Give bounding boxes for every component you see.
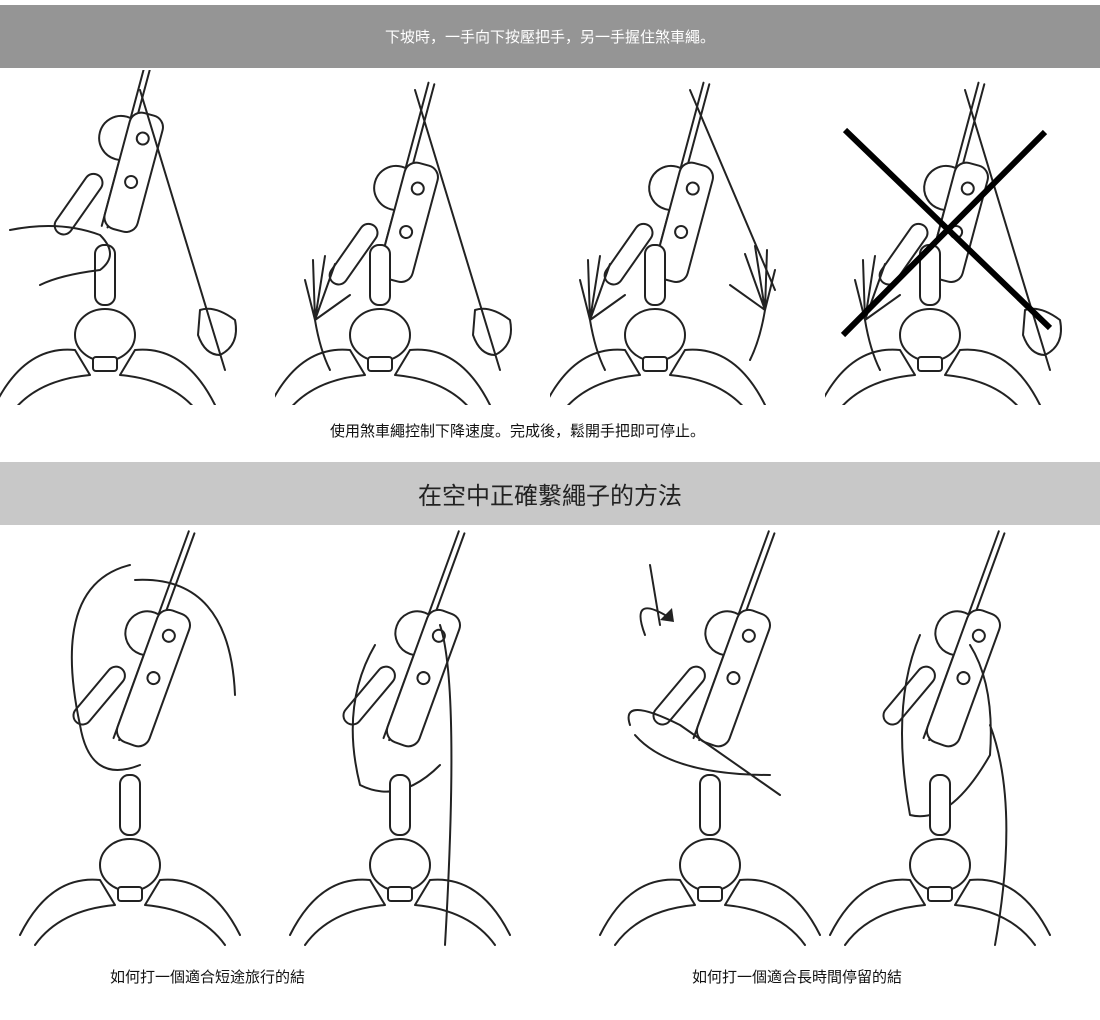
- carabiner: [369, 244, 391, 306]
- arrow-icon: [660, 608, 674, 622]
- harness: [829, 774, 1051, 946]
- descent-illustration-4: [819, 70, 1100, 416]
- long-knot-caption: 如何打一個適合長時間停留的結: [692, 968, 903, 986]
- incorrect-cross-mark: [840, 127, 1053, 338]
- harness-ring: [74, 308, 136, 362]
- knot-illustration-4: [820, 525, 1090, 955]
- descender-device: [603, 81, 714, 286]
- descent-illustration-1: [0, 31, 275, 416]
- carabiner: [644, 244, 666, 306]
- harness: [544, 244, 766, 416]
- knot-illustration-2: [280, 525, 550, 955]
- carabiner: [389, 774, 411, 836]
- harness: [19, 774, 241, 946]
- instruction-banner: 下坡時，一手向下按壓把手，另一手握住煞車繩。: [0, 5, 1100, 68]
- descent-illustration-2: [269, 70, 550, 416]
- harness-ring: [899, 308, 961, 362]
- section-title: 在空中正確繫繩子的方法: [418, 482, 682, 510]
- handle: [328, 222, 379, 286]
- handle: [882, 665, 936, 726]
- harness-ring: [624, 308, 686, 362]
- rope-loop: [627, 564, 781, 796]
- descent-caption: 使用煞車繩控制下降速度。完成後，鬆開手把即可停止。: [330, 422, 706, 440]
- brake-rope: [414, 89, 501, 371]
- harness: [0, 244, 216, 416]
- descender-device: [328, 81, 439, 286]
- rope-loop: [70, 564, 236, 771]
- carabiner: [699, 774, 721, 836]
- hand: [9, 225, 111, 286]
- handle: [878, 222, 929, 286]
- handle: [652, 665, 706, 726]
- handle: [342, 665, 396, 726]
- hand: [1022, 307, 1062, 356]
- hand: [729, 245, 776, 361]
- handle: [72, 665, 126, 726]
- handle: [603, 222, 654, 286]
- harness: [269, 244, 491, 416]
- brake-rope: [689, 89, 776, 291]
- knot-illustration-1: [10, 525, 280, 955]
- carabiner: [94, 244, 116, 306]
- harness-ring: [679, 838, 741, 892]
- harness-ring: [349, 308, 411, 362]
- brake-rope: [139, 89, 226, 371]
- carabiner: [929, 774, 951, 836]
- harness-ring: [909, 838, 971, 892]
- harness: [289, 774, 511, 946]
- section-header: 在空中正確繫繩子的方法: [0, 462, 1100, 525]
- carabiner: [119, 774, 141, 836]
- short-knot-caption: 如何打一個適合短途旅行的結: [110, 968, 306, 986]
- brake-rope: [964, 89, 1051, 371]
- descender-device: [652, 530, 776, 748]
- descender-device: [882, 530, 1006, 748]
- harness-ring: [369, 838, 431, 892]
- hand: [579, 255, 626, 371]
- hand: [854, 255, 901, 371]
- descender-device: [342, 530, 466, 748]
- hand: [304, 255, 351, 371]
- descender-device: [53, 31, 164, 236]
- instruction-banner-text: 下坡時，一手向下按壓把手，另一手握住煞車繩。: [384, 28, 715, 46]
- handle: [53, 172, 104, 236]
- harness-ring: [99, 838, 161, 892]
- descender-device: [72, 530, 196, 748]
- hand: [472, 307, 512, 356]
- descent-illustration-3: [544, 70, 825, 416]
- knot-illustration-3: [590, 525, 860, 955]
- harness: [819, 244, 1041, 416]
- hand: [197, 307, 237, 356]
- harness: [599, 774, 821, 946]
